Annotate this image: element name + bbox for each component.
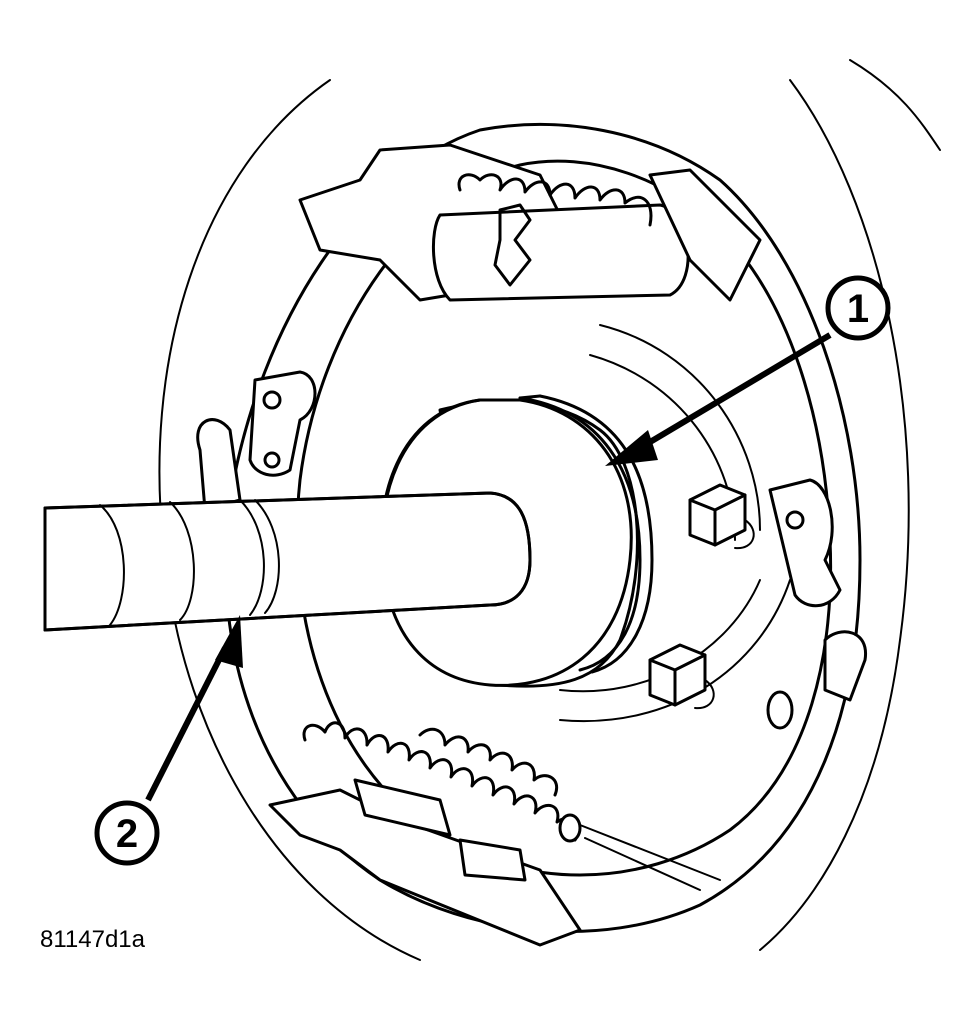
seal-installer-cup	[379, 394, 654, 688]
upper-return-spring	[298, 143, 762, 302]
callout-1-leader	[605, 332, 832, 466]
left-hold-down-clip	[196, 370, 317, 512]
figure-reference-code: 81147d1a	[40, 926, 145, 953]
driver-handle	[43, 491, 532, 632]
callout-2: 2	[94, 800, 160, 866]
callout-1-label: 1	[847, 287, 869, 331]
mounting-bolt-upper	[688, 483, 755, 550]
mounting-bolt-lower	[648, 643, 715, 710]
callout-2-label: 2	[116, 812, 138, 856]
callout-2-leader	[145, 615, 243, 802]
callout-1: 1	[825, 275, 891, 341]
lower-return-spring	[268, 721, 721, 947]
right-hold-down-clip	[766, 478, 867, 730]
